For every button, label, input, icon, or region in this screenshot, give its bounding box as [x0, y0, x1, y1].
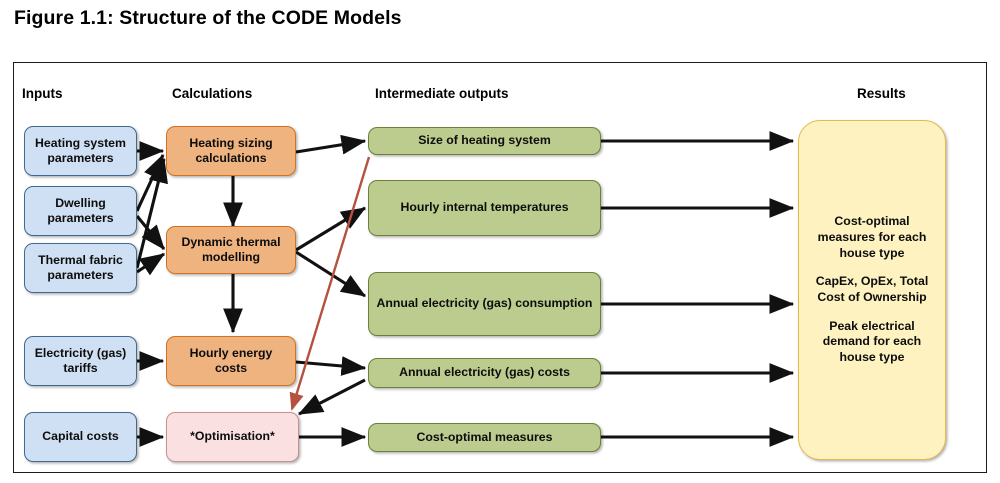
node-label: Cost-optimal measures — [416, 429, 553, 444]
node-label: Annual electricity (gas) costs — [399, 365, 570, 380]
node-label: *Optimisation* — [190, 429, 275, 444]
node-annual-electricity-gas-costs[interactable]: Annual electricity (gas) costs — [368, 358, 601, 388]
column-header-inputs: Inputs — [22, 86, 63, 101]
node-capital-costs[interactable]: Capital costs — [24, 412, 137, 462]
node-electricity-gas-tariffs[interactable]: Electricity (gas)tariffs — [24, 336, 137, 386]
node-label: Capital costs — [42, 429, 119, 444]
node-annual-electricity-gas-consumption[interactable]: Annual electricity (gas) consumption — [368, 272, 601, 336]
column-header-results: Results — [857, 86, 906, 101]
node-optimisation[interactable]: *Optimisation* — [166, 412, 299, 462]
node-label: Annual electricity (gas) consumption — [376, 296, 593, 311]
page-title: Figure 1.1: Structure of the CODE Models — [14, 7, 402, 29]
column-header-intermediate-outputs: Intermediate outputs — [375, 86, 509, 101]
node-label: Electricity (gas)tariffs — [34, 345, 127, 375]
column-header-calculations: Calculations — [172, 86, 253, 101]
node-label: Hourly internal temperatures — [400, 200, 569, 215]
node-size-of-heating-system[interactable]: Size of heating system — [368, 127, 601, 155]
node-cost-optimal-measures[interactable]: Cost-optimal measures — [368, 423, 601, 452]
node-label: Size of heating system — [418, 133, 551, 148]
node-hourly-internal-temperatures[interactable]: Hourly internal temperatures — [368, 180, 601, 236]
